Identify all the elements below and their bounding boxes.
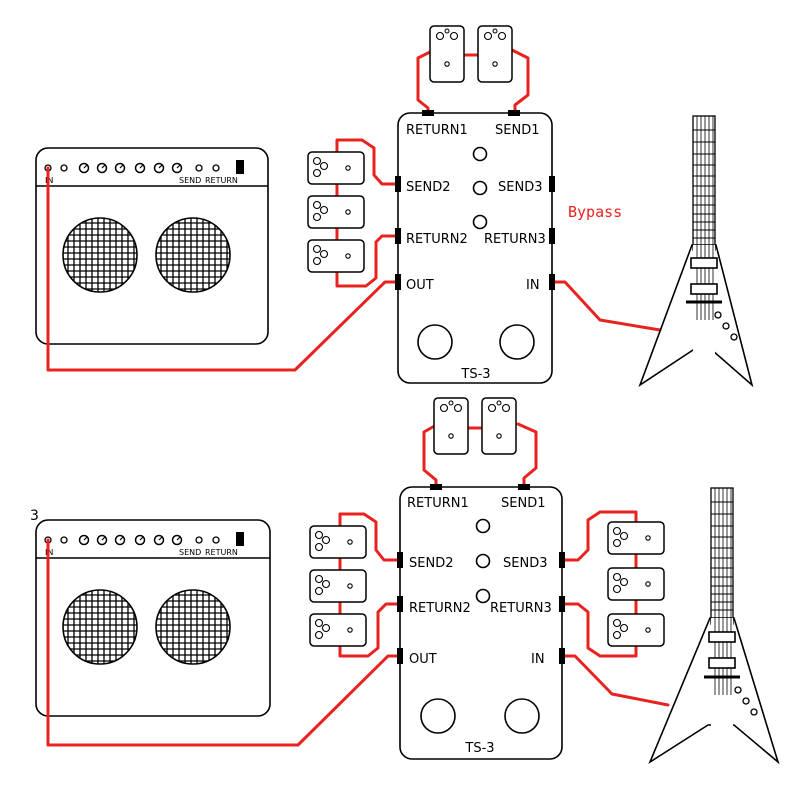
amp-return-jack bbox=[212, 536, 220, 544]
switcher-ts3-2: RETURN1 SEND1 SEND2 SEND3 RETURN2 RETURN… bbox=[397, 484, 565, 760]
label-in: IN bbox=[531, 652, 545, 667]
label-send2: SEND2 bbox=[406, 180, 450, 195]
led-3 bbox=[472, 214, 488, 230]
cable-send1-loop bbox=[516, 422, 538, 489]
label-send1: SEND1 bbox=[501, 496, 545, 511]
led-2 bbox=[475, 553, 491, 569]
cable-guitar-to-in bbox=[560, 654, 670, 707]
amp-return-jack bbox=[212, 164, 220, 172]
footswitch-left bbox=[417, 324, 453, 360]
label-return3: RETURN3 bbox=[490, 601, 552, 616]
led-2 bbox=[472, 180, 488, 196]
label-return2: RETURN2 bbox=[409, 601, 471, 616]
label-return3: RETURN3 bbox=[484, 232, 546, 247]
amp-send-label: SEND bbox=[179, 548, 201, 557]
cable-send2-loop bbox=[338, 512, 402, 562]
amp-power-switch bbox=[236, 532, 244, 546]
diagram-2: 3 IN SEND RETURN bbox=[30, 397, 780, 765]
label-send1: SEND1 bbox=[495, 123, 539, 138]
amp-1: IN SEND RETURN bbox=[35, 147, 269, 345]
diagram-number: 3 bbox=[30, 508, 39, 524]
cable-guitar-to-in bbox=[550, 280, 662, 332]
cable-out-to-amp bbox=[46, 538, 402, 747]
diagram-1: IN SEND RETURN bbox=[35, 25, 754, 388]
pedal-loop3-a bbox=[607, 521, 665, 555]
pedal-loop2-b bbox=[309, 569, 367, 603]
bypass-annotation: Bypass bbox=[568, 203, 622, 221]
pedal-loop2-c bbox=[309, 613, 367, 647]
label-in: IN bbox=[526, 278, 540, 293]
pedal-loop2-a bbox=[309, 525, 367, 559]
footswitch-right bbox=[504, 698, 540, 734]
cables-1 bbox=[46, 48, 662, 372]
amp-send-label: SEND bbox=[179, 176, 201, 185]
guitar-2 bbox=[648, 487, 780, 765]
pedal-loop2-a bbox=[307, 151, 365, 185]
footswitch-left bbox=[420, 698, 456, 734]
cable-return2-loop bbox=[335, 234, 400, 288]
pedal-loop1-a bbox=[433, 397, 469, 455]
amp-2: IN SEND RETURN bbox=[35, 519, 271, 717]
pedal-loop3-c bbox=[607, 613, 665, 647]
pedal-loop1-a bbox=[429, 25, 465, 83]
amp-return-label: RETURN bbox=[205, 548, 238, 557]
cable-return2-loop bbox=[338, 602, 402, 658]
amp-send-jack bbox=[195, 536, 203, 544]
label-return1: RETURN1 bbox=[407, 496, 469, 511]
label-out: OUT bbox=[406, 278, 434, 293]
pedal-loop2-b bbox=[307, 195, 365, 229]
amp-return-label: RETURN bbox=[205, 176, 238, 185]
cable-send2-loop bbox=[335, 138, 400, 186]
pedal-loop2-c bbox=[307, 239, 365, 273]
led-1 bbox=[475, 518, 491, 534]
cable-return1-loop bbox=[422, 422, 440, 489]
label-out: OUT bbox=[409, 652, 437, 667]
label-send3: SEND3 bbox=[498, 180, 542, 195]
switcher-name: TS-3 bbox=[464, 741, 494, 756]
cable-return3-loop bbox=[560, 602, 638, 658]
pedal-loop1-b bbox=[477, 25, 513, 83]
label-send3: SEND3 bbox=[503, 556, 547, 571]
led-3 bbox=[475, 588, 491, 604]
amp-power-switch bbox=[236, 160, 244, 174]
pedal-loop3-b bbox=[607, 567, 665, 601]
switcher-ts3-1: RETURN1 SEND1 SEND2 SEND3 RETURN2 RETURN… bbox=[395, 110, 555, 384]
label-return2: RETURN2 bbox=[406, 232, 468, 247]
cables-2 bbox=[46, 422, 670, 747]
led-1 bbox=[472, 146, 488, 162]
label-return1: RETURN1 bbox=[406, 123, 468, 138]
guitar-1 bbox=[638, 115, 754, 388]
cable-return1-loop bbox=[416, 48, 436, 115]
switcher-name: TS-3 bbox=[460, 367, 490, 382]
label-send2: SEND2 bbox=[409, 556, 453, 571]
cable-send1-loop bbox=[510, 48, 530, 115]
cable-out-to-amp bbox=[46, 166, 400, 372]
footswitch-right bbox=[499, 324, 535, 360]
cable-send3-loop bbox=[560, 510, 638, 562]
amp-send-jack bbox=[195, 164, 203, 172]
pedal-loop1-b bbox=[481, 397, 517, 455]
